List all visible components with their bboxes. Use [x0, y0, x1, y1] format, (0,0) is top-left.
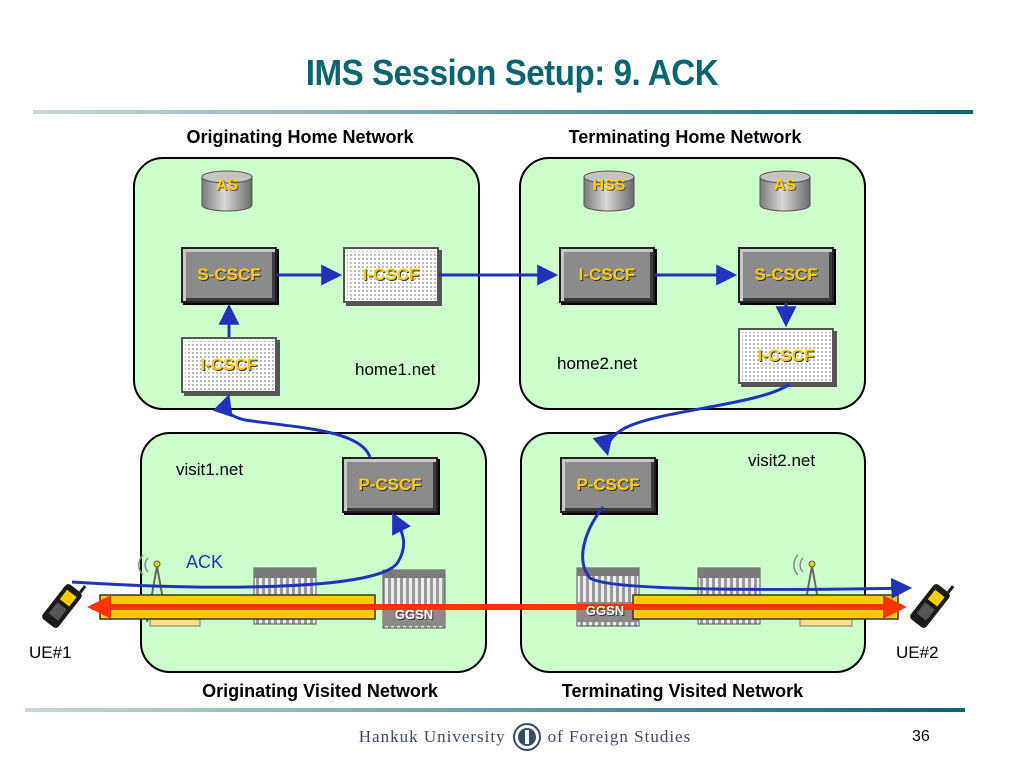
- visit2-domain-label: visit2.net: [748, 451, 816, 470]
- i-cscf-home2-bottom: I-CSCF: [738, 328, 834, 384]
- ack-message-label: ACK: [186, 552, 224, 572]
- p-cscf-visit1-label: P-CSCF: [358, 475, 422, 494]
- p-cscf-visit2: P-CSCF: [560, 457, 656, 513]
- p-cscf-visit2-label: P-CSCF: [576, 475, 640, 494]
- ack-icscf2-to-pcscf2-arrow: [592, 382, 791, 457]
- i-cscf-home2-bottom-label: I-CSCF: [757, 346, 815, 365]
- ue2-label: UE#2: [896, 643, 939, 662]
- terminating-home-network-label: Terminating Home Network: [568, 127, 802, 147]
- i-cscf-home1-top: I-CSCF: [343, 247, 439, 303]
- i-cscf-home2: I-CSCF: [559, 247, 655, 303]
- as2-database-icon: AS: [759, 170, 811, 212]
- page-number: 36: [912, 728, 930, 745]
- s-cscf-home1: S-CSCF: [181, 247, 277, 303]
- visit1-domain-label: visit1.net: [176, 460, 244, 479]
- ue1-label: UE#1: [29, 643, 72, 662]
- as1-label: AS: [215, 177, 239, 194]
- terminating-visited-network-label: Terminating Visited Network: [561, 681, 804, 701]
- university-seal-icon: [512, 723, 541, 751]
- ggsn-visit1-label: GGSN: [394, 607, 434, 622]
- home1-domain-label: home1.net: [355, 360, 436, 379]
- ggsn-visit2-label: GGSN: [585, 603, 625, 618]
- originating-home-network-label: Originating Home Network: [186, 127, 414, 147]
- title-rule: [33, 110, 973, 114]
- originating-visited-network-label: Originating Visited Network: [202, 681, 438, 701]
- page-title: IMS Session Setup: 9. ACK: [305, 52, 719, 93]
- s-cscf-home2-label: S-CSCF: [754, 265, 818, 284]
- i-cscf-home2-label: I-CSCF: [578, 265, 636, 284]
- p-cscf-visit1: P-CSCF: [342, 457, 438, 513]
- home2-domain-label: home2.net: [557, 354, 638, 373]
- hss-database-icon: HSS: [583, 170, 635, 212]
- ack-pcscf2-to-ue2-arrow: [581, 506, 913, 599]
- footer-logo: Hankuk University of Foreign Studies: [340, 722, 710, 752]
- ue1-phone-icon: [42, 584, 87, 628]
- as1-database-icon: AS: [201, 170, 253, 212]
- footer-rule: [25, 708, 965, 712]
- i-cscf-home1-top-label: I-CSCF: [362, 265, 420, 284]
- i-cscf-home1-bottom-label: I-CSCF: [200, 355, 258, 374]
- footer-of-text: of Foreign Studies: [547, 727, 692, 746]
- footer-university-text: Hankuk University: [358, 727, 506, 746]
- i-cscf-home1-bottom: I-CSCF: [181, 337, 277, 393]
- as2-label: AS: [773, 177, 797, 194]
- ack-ue1-to-pcscf1-arrow: [71, 512, 411, 589]
- hss-label: HSS: [592, 177, 626, 194]
- ue2-phone-icon: [910, 584, 955, 628]
- s-cscf-home1-label: S-CSCF: [197, 265, 261, 284]
- s-cscf-home2: S-CSCF: [738, 247, 834, 303]
- ack-pcscf1-to-icscf1-arrow: [212, 394, 372, 458]
